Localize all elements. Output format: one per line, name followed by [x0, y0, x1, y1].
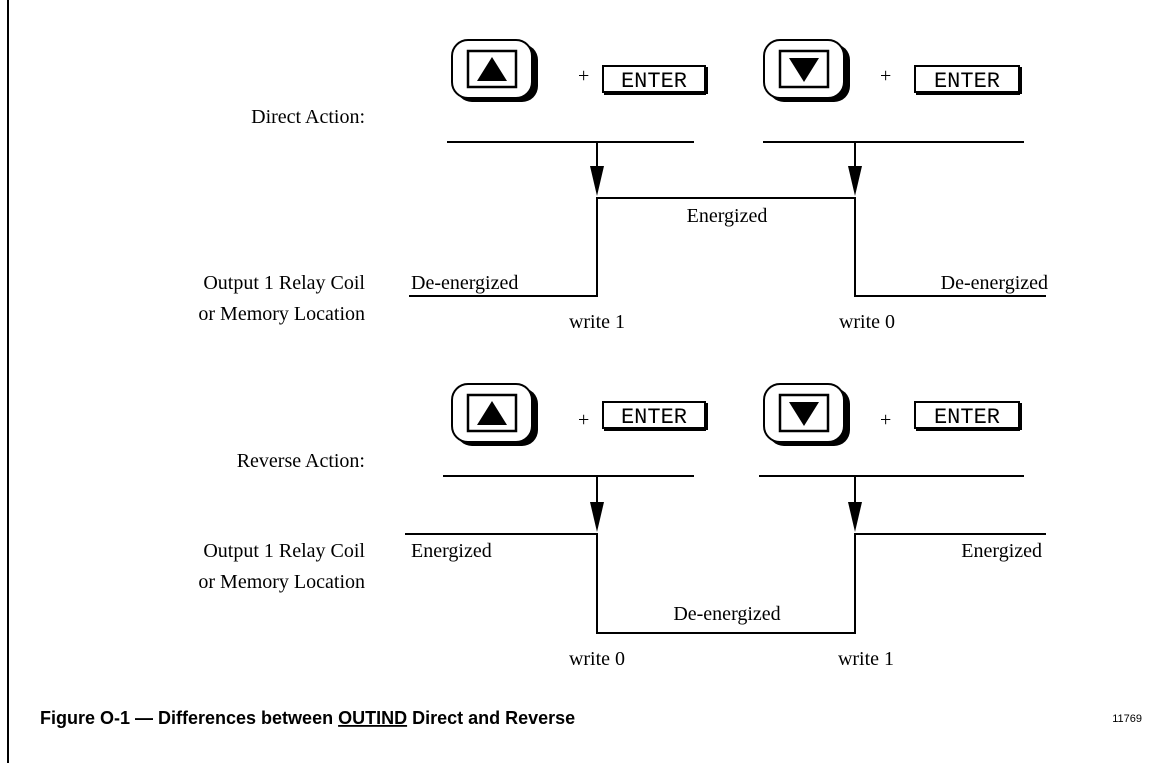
reverse-output-line2: or Memory Location — [198, 571, 365, 593]
direct-up-enter-key: ENTER — [602, 65, 708, 95]
reverse-action-label: Reverse Action: — [237, 450, 365, 472]
reverse-write-left: write 0 — [569, 648, 625, 670]
reverse-down-enter-key: ENTER — [914, 401, 1022, 431]
reverse-up-enter-label: ENTER — [621, 405, 687, 430]
direct-action-section: + ENTER + ENTER Direct Action: — [198, 39, 1048, 333]
direct-output-line1: Output 1 Relay Coil — [203, 272, 365, 294]
direct-waveform — [409, 197, 1046, 297]
figure-caption-keyword: OUTIND — [338, 708, 407, 728]
figure-caption-suffix: Direct and Reverse — [407, 708, 575, 728]
reverse-down-arrow-head — [848, 502, 862, 532]
reverse-up-plus: + — [578, 409, 589, 431]
reverse-action-section: + ENTER + ENTER Reverse Action: Ene — [198, 383, 1046, 670]
figure-caption: Figure O-1 — Differences between OUTIND … — [40, 708, 575, 728]
reverse-write-right: write 1 — [838, 648, 894, 670]
figure-number: 11769 — [1112, 713, 1142, 725]
direct-up-arrow-head — [590, 166, 604, 196]
direct-write-right: write 0 — [839, 311, 895, 333]
reverse-state-right: Energized — [961, 540, 1042, 562]
reverse-state-mid: De-energized — [673, 603, 780, 625]
reverse-up-enter-key: ENTER — [602, 401, 708, 431]
reverse-waveform — [405, 533, 1046, 634]
down-arrow-key-icon — [763, 383, 850, 446]
up-arrow-key-icon — [451, 39, 538, 102]
direct-down-arrow-head — [848, 166, 862, 196]
up-arrow-key-icon — [451, 383, 538, 446]
reverse-down-enter-label: ENTER — [934, 405, 1000, 430]
direct-down-plus: + — [880, 65, 891, 87]
down-arrow-key-icon — [763, 39, 850, 102]
direct-state-right: De-energized — [941, 272, 1048, 294]
direct-action-label: Direct Action: — [251, 106, 365, 128]
direct-up-plus: + — [578, 65, 589, 87]
direct-output-line2: or Memory Location — [198, 303, 365, 325]
direct-state-mid: Energized — [687, 205, 768, 227]
figure-caption-prefix: Figure O-1 — Differences between — [40, 708, 338, 728]
direct-up-enter-label: ENTER — [621, 69, 687, 94]
reverse-up-arrow-head — [590, 502, 604, 532]
direct-down-enter-key: ENTER — [914, 65, 1022, 95]
reverse-down-plus: + — [880, 409, 891, 431]
direct-write-left: write 1 — [569, 311, 625, 333]
reverse-output-line1: Output 1 Relay Coil — [203, 540, 365, 562]
direct-state-left: De-energized — [411, 272, 518, 294]
reverse-state-left: Energized — [411, 540, 492, 562]
direct-down-enter-label: ENTER — [934, 69, 1000, 94]
